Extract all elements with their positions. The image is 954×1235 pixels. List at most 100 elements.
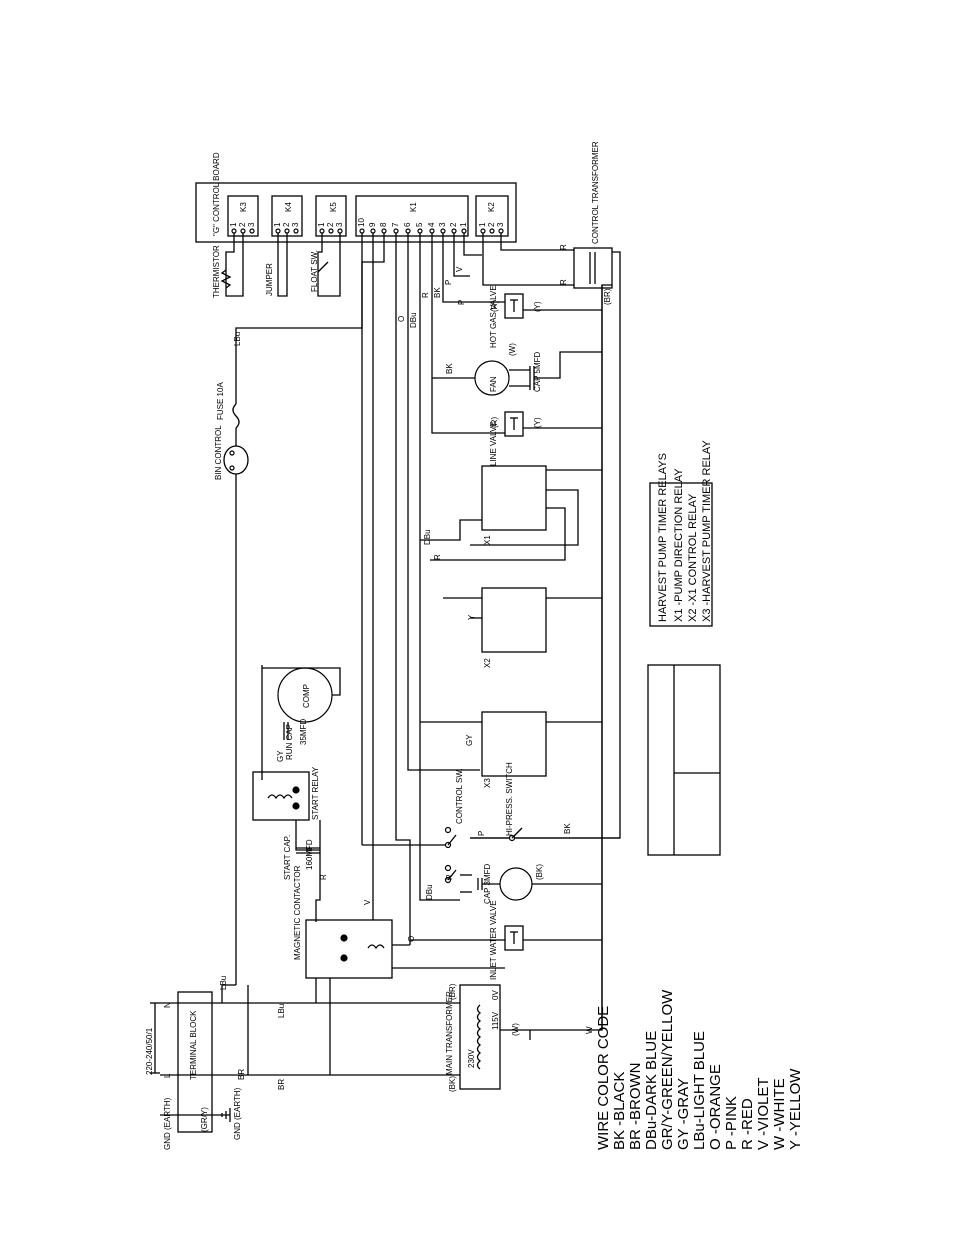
k1-pin-label-2: 2 <box>449 222 458 227</box>
run-cap-value: 35MFD <box>299 719 308 745</box>
k1-pin-4 <box>429 228 435 234</box>
terminal-block-label: TERMINAL BLOCK <box>189 1010 198 1080</box>
k3-pin-3 <box>249 228 255 234</box>
k1-pin-1 <box>461 228 467 234</box>
terminal-block: TERMINAL BLOCK N L 220-240/50/1 GND (EAR… <box>145 976 440 1150</box>
k2-pin-2 <box>489 228 495 234</box>
k2-pin-1 <box>480 228 486 234</box>
k1-pin-2 <box>451 228 457 234</box>
color-code-title: WIRE COLOR CODE <box>595 1006 612 1150</box>
magnetic-contactor-label: MAGNETIC CONTACTOR <box>293 865 302 960</box>
cs-wire-p: P <box>477 831 486 836</box>
wire-k2-3 <box>500 233 574 251</box>
wire-label-lbu-top: LBu <box>233 332 242 346</box>
color-code-item-5: GY -GRAY <box>675 1078 692 1150</box>
wl-dbu: DBu <box>409 312 418 328</box>
wire-k1-10 <box>235 233 363 394</box>
wl-p-hgv: P <box>457 300 466 305</box>
relay-legend-item-3: X3 -HARVEST PUMP TIMER RELAY <box>701 440 713 622</box>
relay-legend-item-2: X2 -X1 CONTROL RELAY <box>687 493 699 622</box>
control-board-title: "G" CONTROL BOARD <box>212 152 221 236</box>
k2-pin-label-3: 3 <box>496 222 505 227</box>
relay-legend-item-1: X1 -PUMP DIRECTION RELAY <box>673 468 685 622</box>
tb-wire-lbu-1: LBu <box>219 976 228 990</box>
line-valve: LINE VALVE (R) (Y) <box>489 411 602 466</box>
relay-legend: HARVEST PUMP TIMER RELAYS X1 -PUMP DIREC… <box>649 440 713 627</box>
wl-o: O <box>397 316 406 322</box>
wire-k1-3-p <box>442 233 505 303</box>
wl-p: P <box>444 280 453 285</box>
bin-control-icon <box>223 445 249 475</box>
jumper: JUMPER <box>265 233 288 297</box>
start-cap-value: 160MFD <box>305 839 314 870</box>
k5-pin-3 <box>337 228 343 234</box>
thermistor-wire <box>225 233 244 297</box>
tb-wire-br-1: BR <box>237 1069 246 1080</box>
lv-wire-r: (R) <box>490 417 499 428</box>
wire-labels: O DBu R BK P V R R DBu R Y P <box>397 244 568 620</box>
control-transformer-out-2 <box>530 284 612 1031</box>
k4-label: K4 <box>284 202 293 212</box>
k5-label: K5 <box>329 202 338 212</box>
relay-legend-box <box>649 482 713 627</box>
k5-pin-label-3: 3 <box>335 222 344 227</box>
main-transformer-230: 230V <box>467 1049 476 1068</box>
color-code-item-6: LBu-LIGHT BLUE <box>691 1031 708 1150</box>
color-code-item-1: BK -BLACK <box>611 1072 628 1150</box>
control-transformer-label: CONTROL TRANSFORMER <box>591 141 600 244</box>
k1-pin-8 <box>381 228 387 234</box>
k1-pin-label-6: 6 <box>403 222 412 227</box>
k4-pin-label-1: 1 <box>273 222 282 227</box>
mc-wire-o: O <box>407 936 416 942</box>
wl-y-x2: Y <box>467 614 476 620</box>
control-board-outline <box>195 182 517 243</box>
tb-wire-lbu-2: LBu <box>277 1004 286 1018</box>
pm-wire-bk: (BK) <box>535 864 544 880</box>
k1-connector <box>355 195 469 237</box>
k3-pin-2 <box>240 228 246 234</box>
control-board: "G" CONTROL BOARD K3 1 2 3 K4 1 2 3 K5 1… <box>195 152 517 243</box>
line-valve-label: LINE VALVE <box>489 421 498 466</box>
k2-pin-label-2: 2 <box>487 222 496 227</box>
hot-gas-valve-body <box>504 293 524 319</box>
k1-pin-label-3: 3 <box>438 222 447 227</box>
blank-table-outline <box>647 664 721 856</box>
k5-pin-label-1: 1 <box>317 222 326 227</box>
k4-pin-3 <box>293 228 299 234</box>
main-transformer: MAIN TRANSFORMER 230V 115V 0V (BR) (BK) … <box>440 983 594 1092</box>
k1-pin-label-5: 5 <box>415 222 424 227</box>
relay-x1-label: X1 <box>483 535 492 545</box>
wl-r: R <box>421 292 430 298</box>
wire-color-code: WIRE COLOR CODE BK -BLACK BR -BROWN DBu-… <box>595 989 804 1150</box>
control-transformer: CONTROL TRANSFORMER (BR) <box>470 141 621 1031</box>
k5-pin-2 <box>328 228 334 234</box>
k1-pin-label-7: 7 <box>391 222 400 227</box>
control-switch: CONTROL SW. P <box>362 768 486 884</box>
k4-pin-1 <box>275 228 281 234</box>
k1-pin-label-1: 1 <box>459 222 468 227</box>
fan-label: FAN <box>489 376 498 392</box>
control-transformer-body <box>573 247 613 289</box>
hi-press-switch: HI-PRESS. SWITCH BK <box>470 762 620 842</box>
bin-control-label: BIN CONTROL <box>214 425 223 480</box>
wire-k1-6-dbu <box>407 233 480 771</box>
main-transformer-0v: 0V <box>491 990 500 1000</box>
k3-label: K3 <box>239 202 248 212</box>
color-code-item-7: O -ORANGE <box>707 1064 724 1150</box>
relay-x1: X1 <box>420 465 602 561</box>
gnd-wire-gry: (GR/Y) <box>200 1107 209 1132</box>
mt-wire-br: (BR) <box>448 983 457 1000</box>
thermistor-resistor-icon <box>220 269 232 289</box>
relay-x3-label: X3 <box>483 778 492 788</box>
color-code-item-9: R -RED <box>739 1098 756 1150</box>
relay-x3: X3 GY <box>420 711 602 788</box>
ct-wire-br: (BR) <box>603 288 612 305</box>
magnetic-contactor-body <box>305 919 393 979</box>
k1-pin-5 <box>417 228 423 234</box>
hot-gas-valve-label: HOT GAS VALVE <box>489 285 498 348</box>
mt-wire-bk: (BK) <box>448 1076 457 1092</box>
inlet-water-valve-body <box>504 925 524 951</box>
line-valve-body <box>504 411 524 437</box>
fan-cap-label: CAP 5MFD <box>533 351 542 392</box>
color-code-item-8: P -PINK <box>723 1096 740 1150</box>
